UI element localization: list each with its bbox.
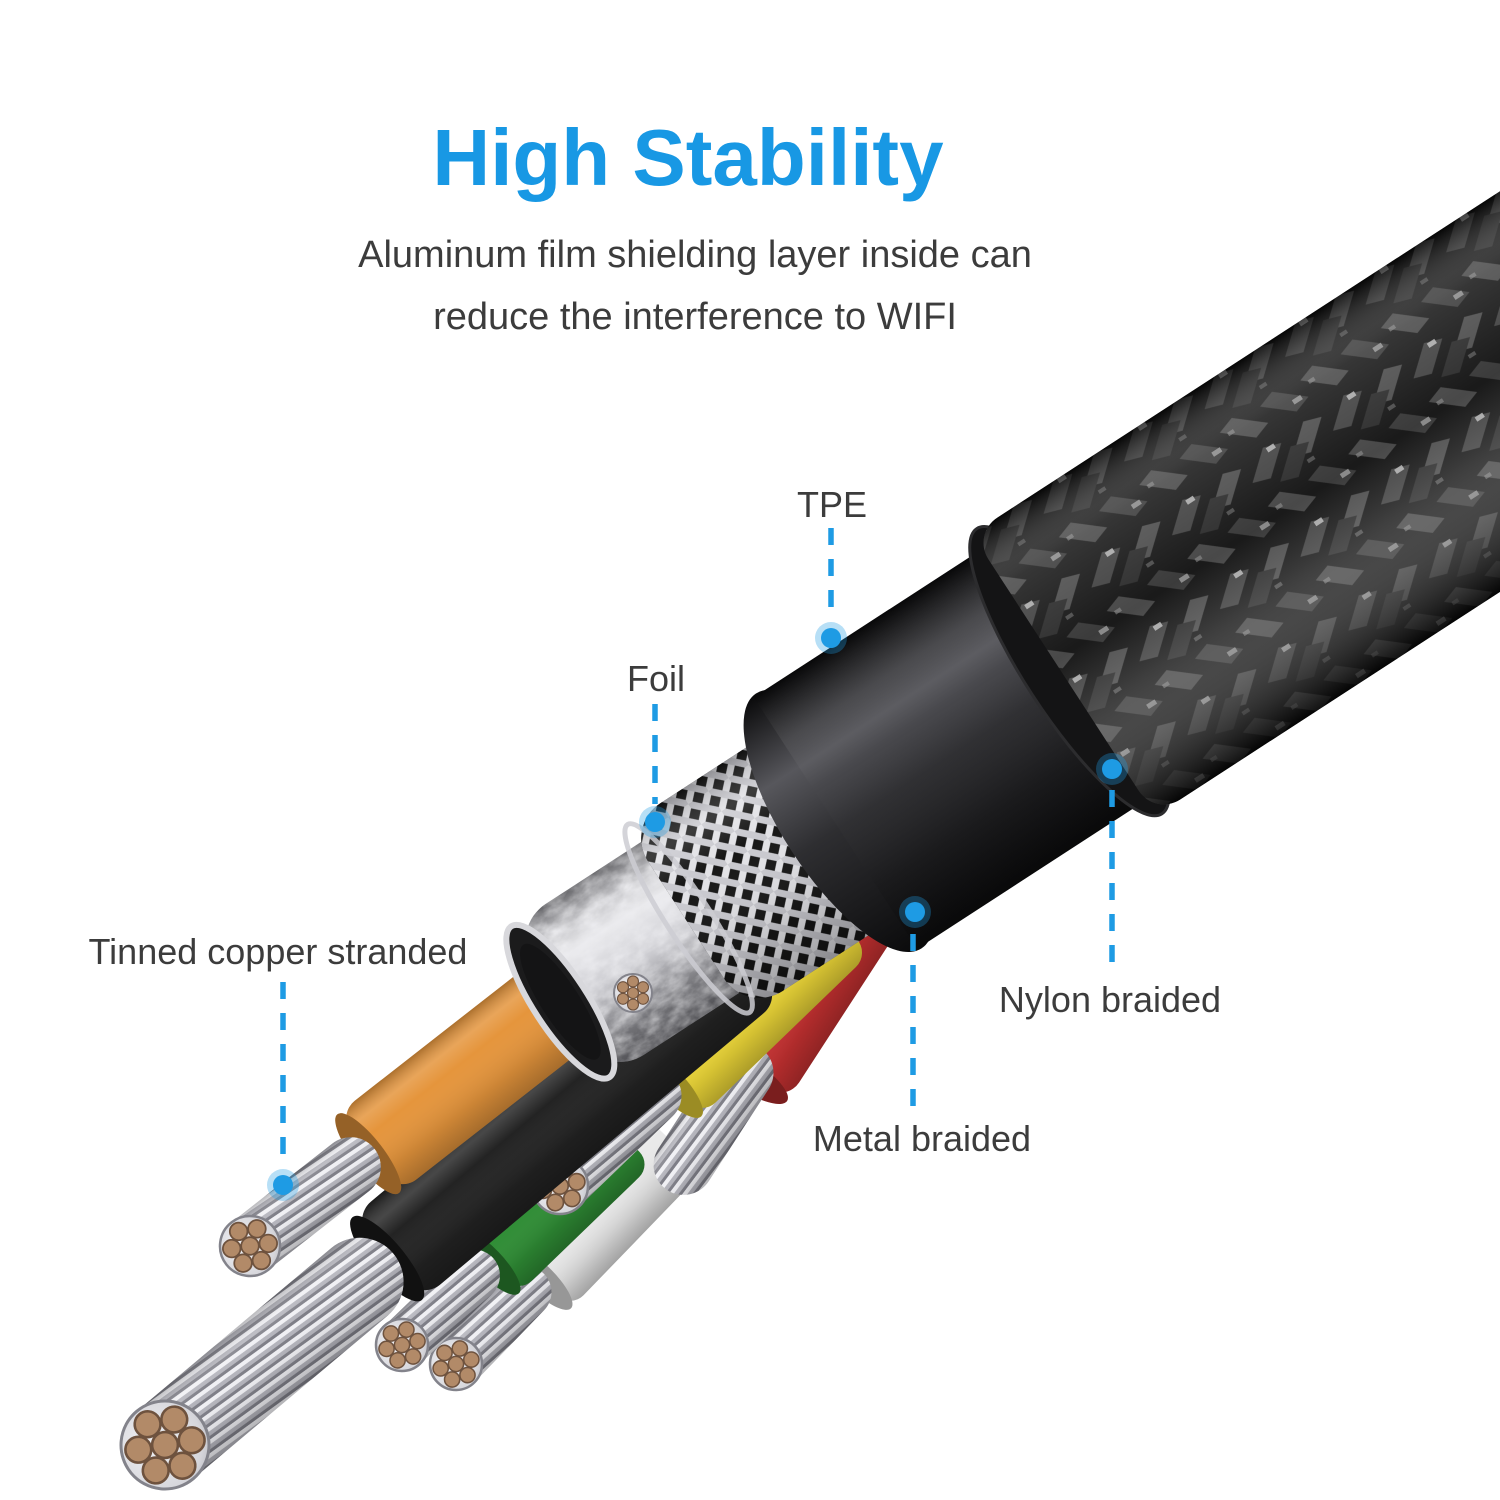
wire-orange (212, 972, 584, 1284)
conductor-cross-section-small (613, 973, 653, 1013)
callout-dot-metal (905, 902, 925, 922)
callout-dot-tpe (821, 628, 841, 648)
callouts: TPE Foil Tinned copper stranded Nylon br… (89, 484, 1221, 1201)
callout-label-tpe: TPE (797, 484, 867, 525)
nylon-braid-layer (968, 104, 1500, 818)
callout-label-nylon: Nylon braided (999, 979, 1221, 1020)
cable-body (503, 104, 1500, 1082)
subtitle-line-2: reduce the interference to WIFI (433, 296, 957, 338)
callout-label-foil: Foil (627, 658, 685, 699)
page-title: High Stability (432, 113, 944, 202)
callout-label-metal: Metal braided (813, 1118, 1031, 1159)
callout-dot-nylon (1102, 759, 1122, 779)
subtitle-line-1: Aluminum film shielding layer inside can (358, 234, 1032, 276)
callout-label-tinned-copper: Tinned copper stranded (89, 931, 468, 972)
callout-dot-tinned-copper (273, 1175, 293, 1195)
callout-dot-foil (645, 812, 665, 832)
